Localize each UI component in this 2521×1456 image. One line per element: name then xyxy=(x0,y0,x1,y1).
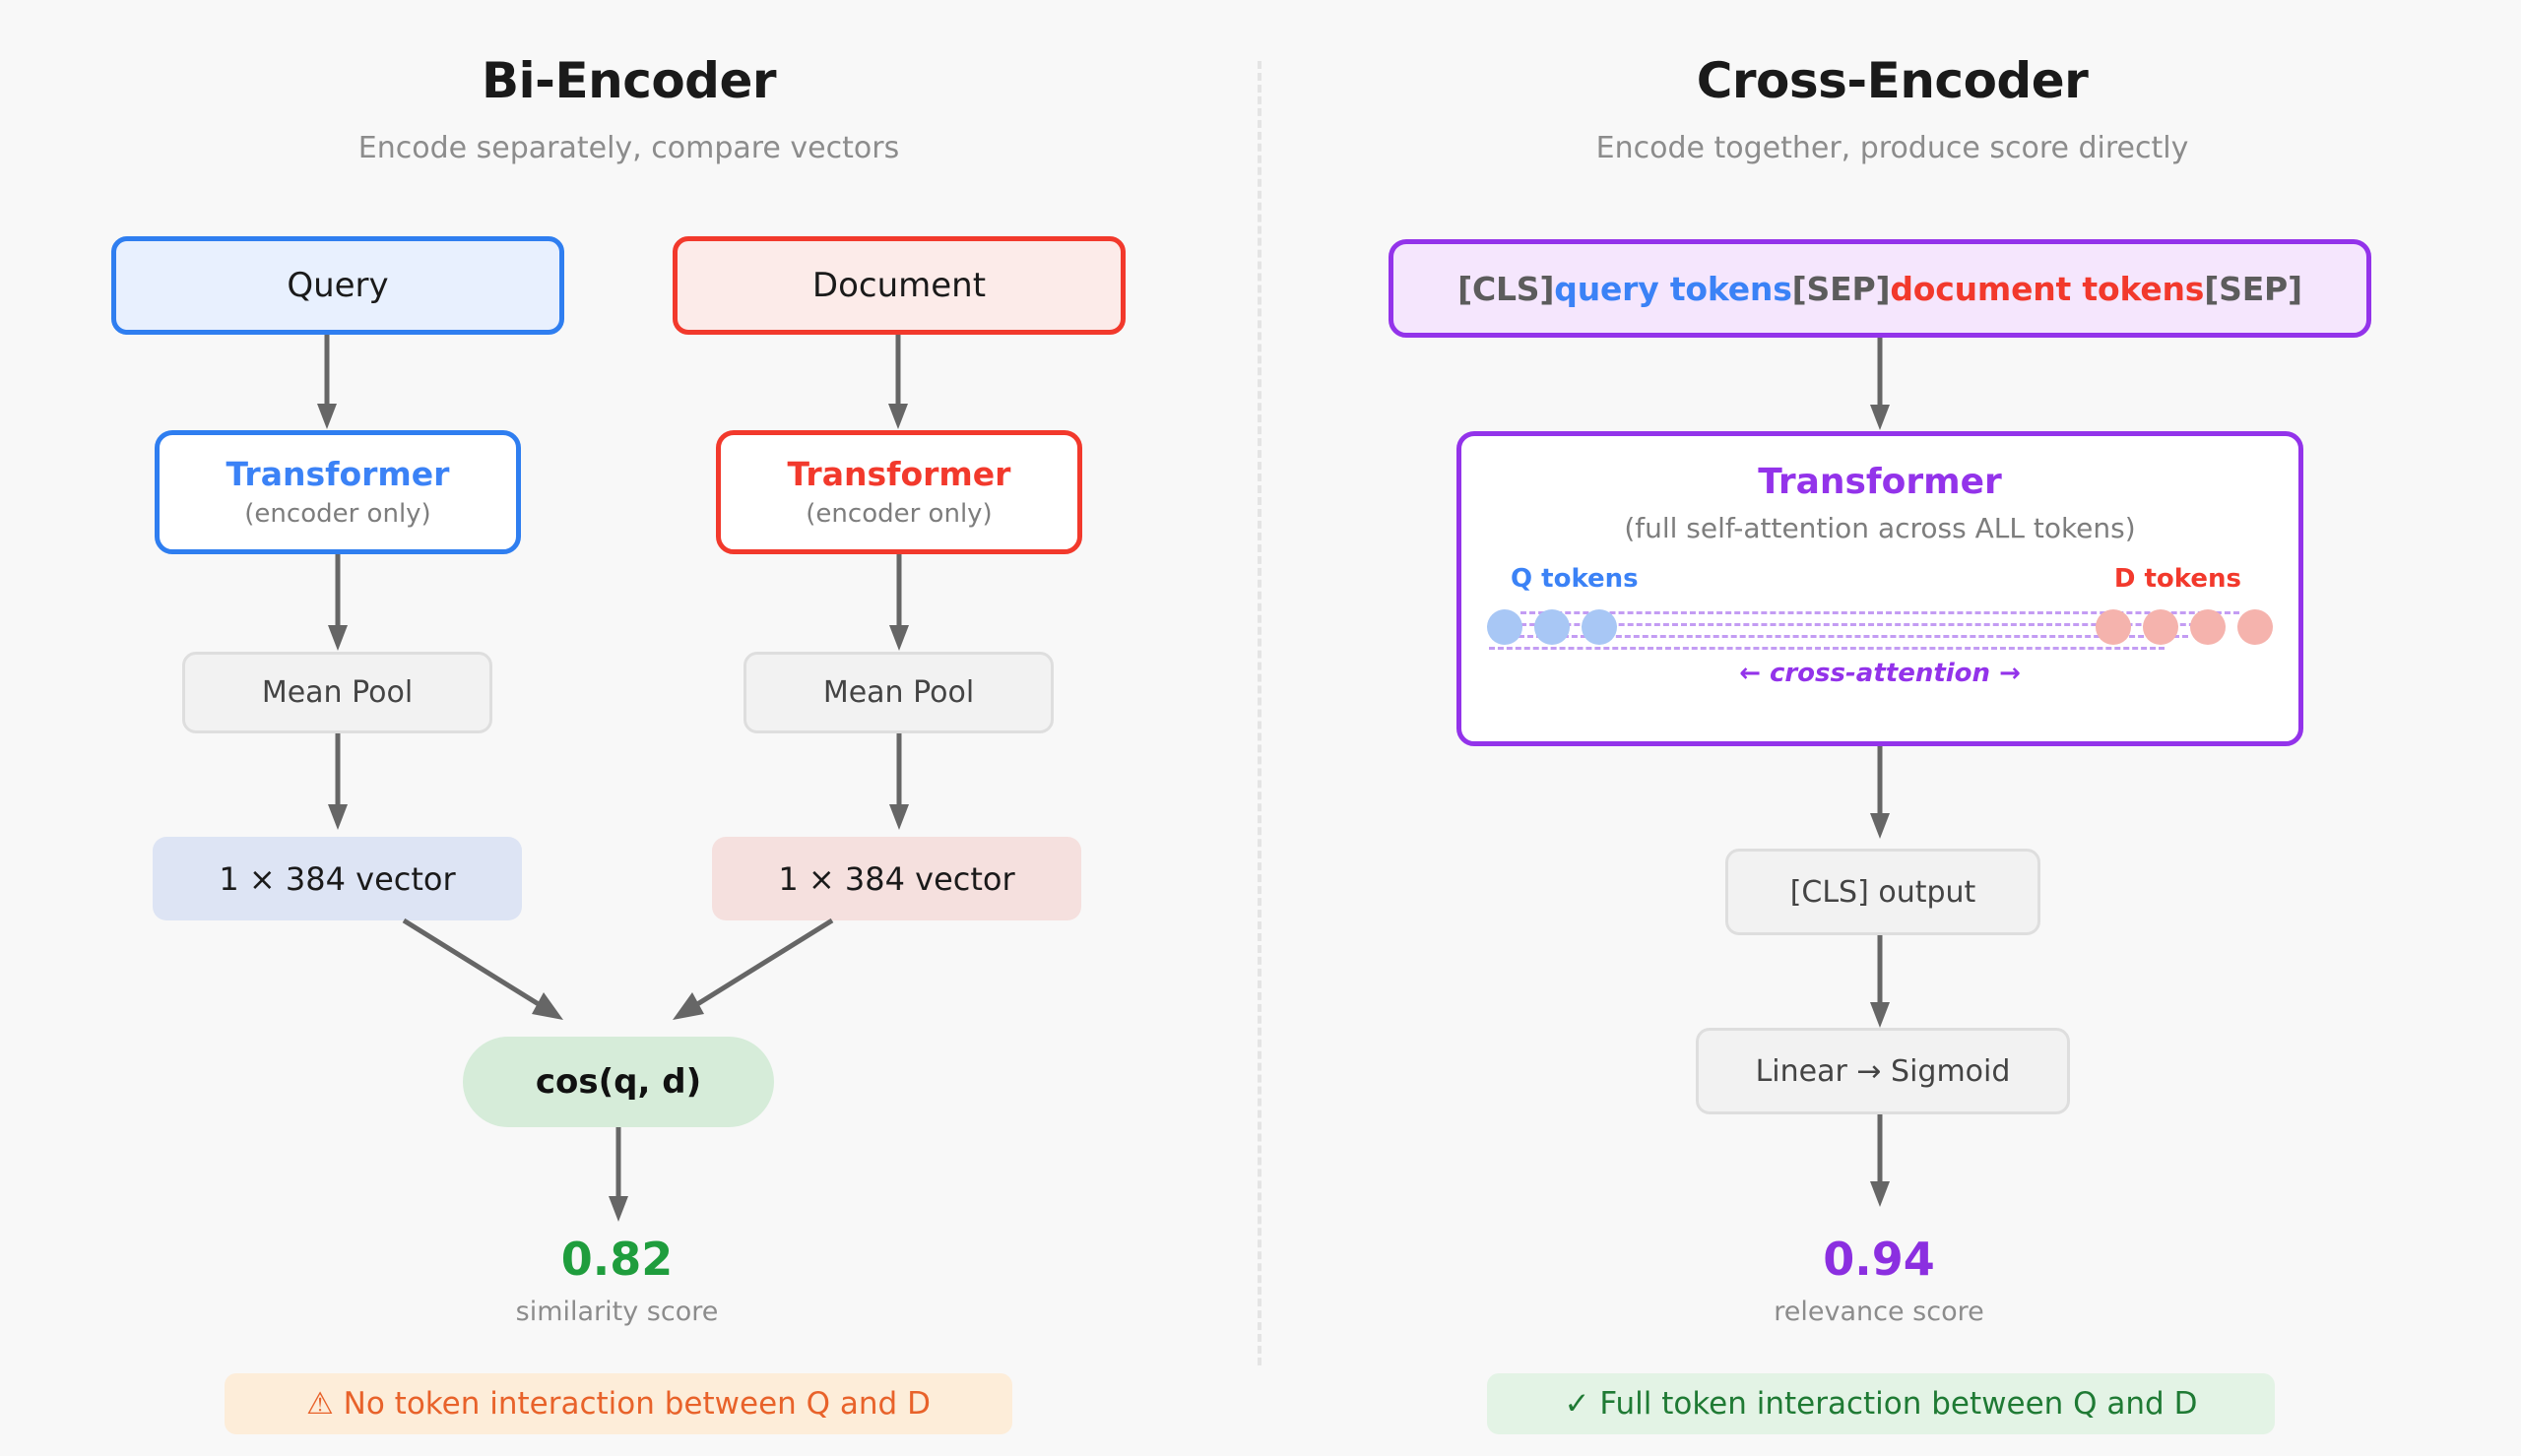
token-sep-end: [SEP] xyxy=(2204,269,2302,308)
token-cls-start: [CLS] xyxy=(1457,269,1555,308)
d-token-dot xyxy=(2237,609,2273,645)
cross-attention-line xyxy=(1520,611,2239,614)
panel-divider xyxy=(1258,61,1261,1365)
arrow-transformer-to-cls xyxy=(1870,746,1890,839)
cross-encoder-transformer-subtitle: (full self-attention across ALL tokens) xyxy=(1624,512,2136,544)
document-transformer-box[interactable]: Transformer (encoder only) xyxy=(716,430,1082,554)
token-sequence-box[interactable]: [CLS]query tokens[SEP]document tokens[SE… xyxy=(1389,239,2371,338)
cross-attention-caption: ← cross-attention → xyxy=(1739,659,2021,688)
arrow-query-to-transformer xyxy=(317,335,337,429)
d-token-dot xyxy=(2096,609,2131,645)
token-query-tokens: query tokens xyxy=(1554,269,1792,308)
q-token-dot xyxy=(1534,609,1570,645)
arrow-cos-to-score xyxy=(609,1127,628,1222)
arrow-query-vector-to-cos xyxy=(402,918,563,1020)
token-document-tokens: document tokens xyxy=(1890,269,2205,308)
arrow-head-to-score xyxy=(1870,1114,1890,1207)
cross-attention-illustration: Q tokens D tokens ← cross-attention → xyxy=(1461,564,2298,692)
cross-encoder-transformer-box[interactable]: Transformer (full self-attention across … xyxy=(1456,431,2303,746)
arrow-document-pool-to-vector xyxy=(889,733,909,830)
query-vector-box: 1 × 384 vector xyxy=(153,837,522,920)
q-token-dot xyxy=(1487,609,1522,645)
d-token-dot xyxy=(2143,609,2178,645)
query-transformer-title: Transformer xyxy=(226,455,450,494)
q-tokens-label: Q tokens xyxy=(1511,564,1639,594)
query-transformer-subtitle: (encoder only) xyxy=(244,498,431,529)
arrow-cls-to-head xyxy=(1870,935,1890,1028)
query-box[interactable]: Query xyxy=(111,236,564,335)
relevance-score-value: 0.94 xyxy=(1823,1233,1935,1286)
bi-encoder-title: Bi-Encoder xyxy=(481,52,777,109)
cosine-similarity-node[interactable]: cos(q, d) xyxy=(463,1037,774,1127)
linear-sigmoid-box[interactable]: Linear → Sigmoid xyxy=(1696,1028,2070,1114)
cross-attention-line xyxy=(1503,623,2222,626)
arrow-document-transformer-to-pool xyxy=(889,554,909,651)
cross-encoder-transformer-title: Transformer xyxy=(1758,462,2002,502)
document-mean-pool-box[interactable]: Mean Pool xyxy=(743,652,1054,733)
similarity-score-value: 0.82 xyxy=(560,1233,674,1286)
arrow-document-to-transformer xyxy=(888,335,908,429)
d-tokens-label: D tokens xyxy=(2113,564,2241,594)
bi-encoder-subtitle: Encode separately, compare vectors xyxy=(357,131,900,165)
query-transformer-box[interactable]: Transformer (encoder only) xyxy=(155,430,521,554)
document-vector-box: 1 × 384 vector xyxy=(712,837,1081,920)
token-dot-row xyxy=(1461,605,2298,653)
d-token-dot xyxy=(2190,609,2226,645)
cross-encoder-subtitle: Encode together, produce score directly xyxy=(1595,131,2189,165)
arrow-query-transformer-to-pool xyxy=(328,554,348,651)
arrow-query-pool-to-vector xyxy=(328,733,348,830)
document-transformer-title: Transformer xyxy=(787,455,1011,494)
cross-attention-line xyxy=(1519,635,2188,638)
query-mean-pool-box[interactable]: Mean Pool xyxy=(182,652,492,733)
similarity-score-label: similarity score xyxy=(515,1297,719,1327)
q-token-dot xyxy=(1582,609,1617,645)
bi-encoder-footer-note: ⚠ No token interaction between Q and D xyxy=(225,1373,1012,1434)
document-box[interactable]: Document xyxy=(673,236,1126,335)
token-sep-middle: [SEP] xyxy=(1791,269,1891,308)
arrow-document-vector-to-cos xyxy=(673,918,834,1020)
cross-encoder-footer-note: ✓ Full token interaction between Q and D xyxy=(1487,1373,2275,1434)
cross-encoder-title: Cross-Encoder xyxy=(1696,52,2089,109)
arrow-tokens-to-transformer xyxy=(1870,338,1890,430)
cross-attention-line xyxy=(1489,647,2165,650)
relevance-score-label: relevance score xyxy=(1774,1297,1984,1327)
cls-output-box[interactable]: [CLS] output xyxy=(1725,849,2040,935)
document-transformer-subtitle: (encoder only) xyxy=(806,498,993,529)
